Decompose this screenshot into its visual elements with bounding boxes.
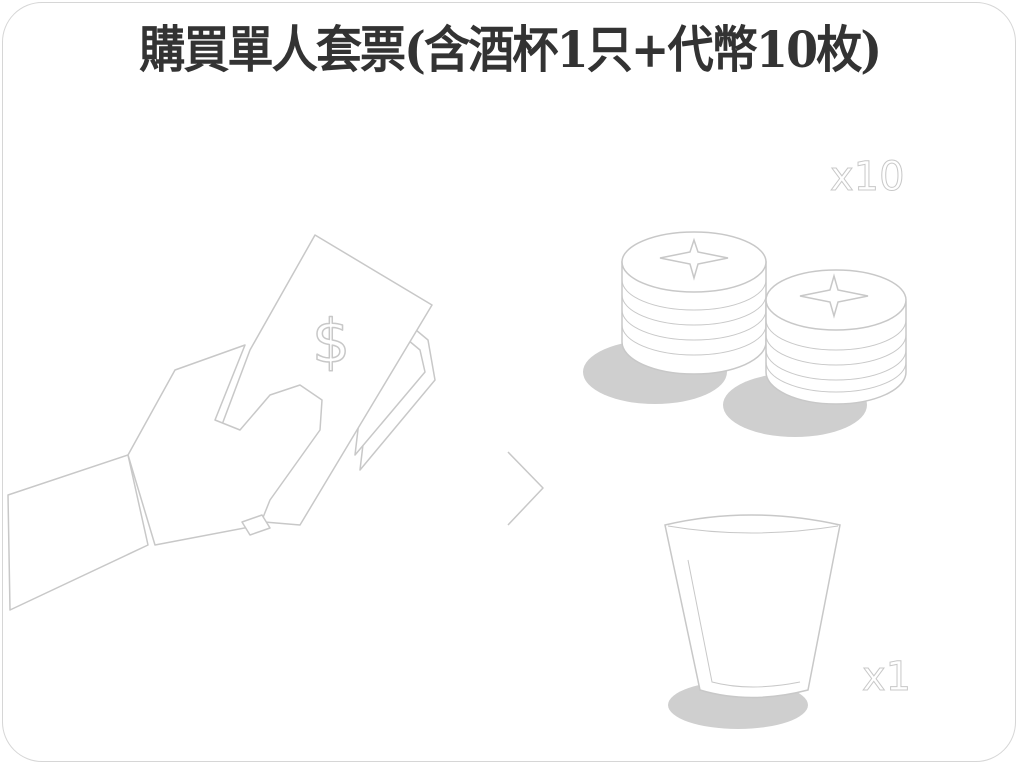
hand-with-money-icon: $	[7, 234, 436, 611]
coins-quantity: x10	[830, 154, 905, 200]
cup-quantity: x1	[862, 654, 911, 700]
title-text: 購買單人套票(含酒杯1只+代幣10枚)	[139, 20, 882, 79]
coins-icon: x10	[583, 154, 907, 437]
arrow-right-icon	[507, 451, 544, 526]
cup-icon: x1	[664, 514, 912, 729]
dollar-sign-icon: $	[312, 307, 350, 377]
page-title: 購買單人套票(含酒杯1只+代幣10枚)	[0, 10, 1020, 82]
